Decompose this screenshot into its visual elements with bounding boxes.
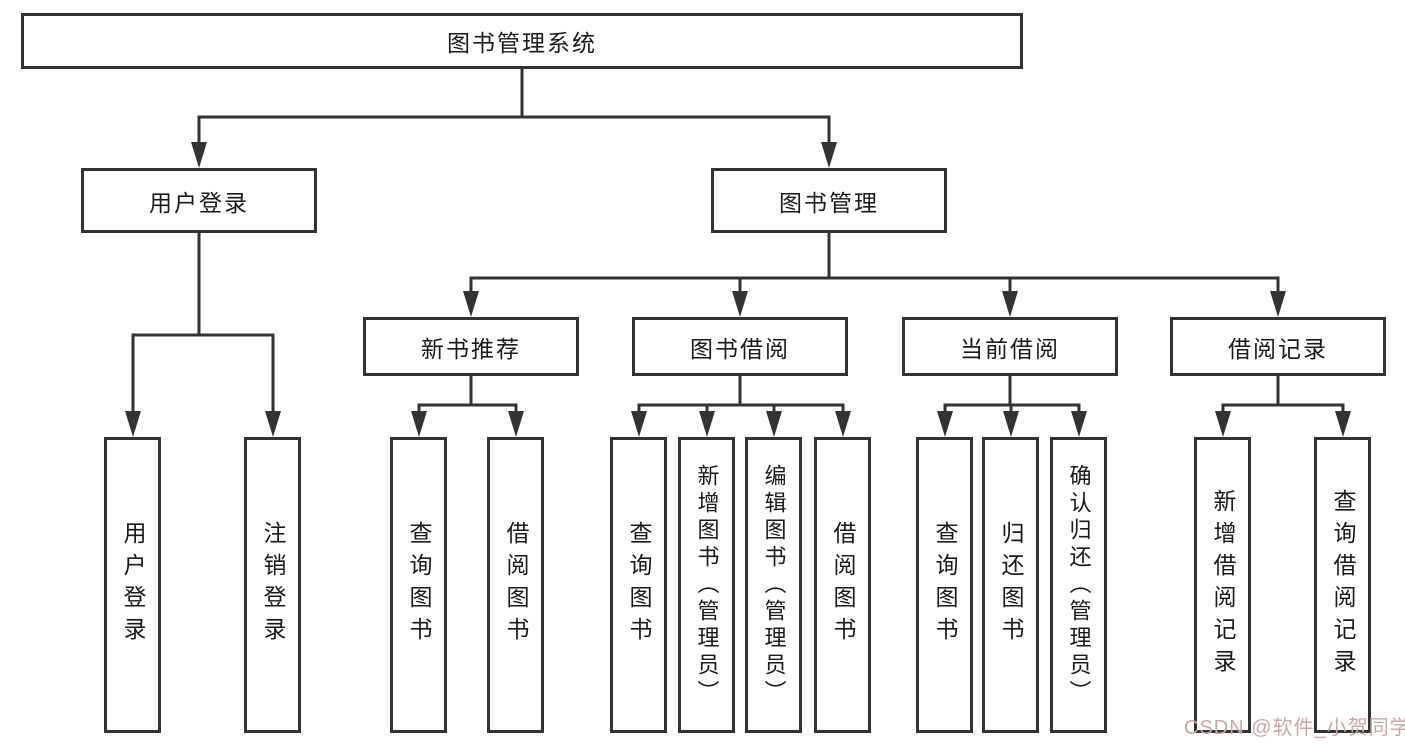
node-borrow-records-label: 借阅记录 bbox=[1228, 335, 1328, 362]
node-user-login-label: 用户登录 bbox=[149, 189, 249, 216]
node-new-book-recommend: 新书推荐 bbox=[363, 317, 579, 376]
node-current-borrow-label: 当前借阅 bbox=[960, 335, 1060, 362]
leaf-user-login: 用户登录 bbox=[104, 437, 161, 733]
leaf-query-book-current: 查询图书 bbox=[916, 437, 973, 733]
connector-book-management-branch bbox=[469, 233, 1280, 293]
connector-book-borrow-branch bbox=[637, 376, 845, 413]
leaf-add-borrow-record: 新增借阅记录 bbox=[1194, 437, 1251, 733]
connector-borrow-records-branch bbox=[1221, 376, 1345, 413]
leaf-add-book-admin: 新增图书（管理员） bbox=[678, 437, 735, 733]
node-root: 图书管理系统 bbox=[21, 13, 1023, 69]
node-current-borrow: 当前借阅 bbox=[902, 317, 1118, 376]
node-new-book-recommend-label: 新书推荐 bbox=[421, 335, 521, 362]
node-book-borrow: 图书借阅 bbox=[632, 317, 848, 376]
leaf-logout-login: 注销登录 bbox=[244, 437, 301, 733]
leaf-return-book: 归还图书 bbox=[982, 437, 1039, 733]
leaf-query-book-borrow: 查询图书 bbox=[610, 437, 667, 733]
connector-new-book-branch bbox=[417, 376, 518, 413]
connector-current-borrow-branch bbox=[943, 376, 1081, 413]
leaf-query-book-newrec: 查询图书 bbox=[390, 437, 447, 733]
node-borrow-records: 借阅记录 bbox=[1170, 317, 1386, 376]
node-book-management-label: 图书管理 bbox=[779, 189, 879, 216]
node-user-login: 用户登录 bbox=[81, 168, 317, 233]
node-root-label: 图书管理系统 bbox=[447, 30, 597, 56]
connector-root-to-level2 bbox=[197, 69, 831, 144]
leaf-edit-book-admin: 编辑图书（管理员） bbox=[745, 437, 802, 733]
leaf-query-borrow-record: 查询借阅记录 bbox=[1314, 437, 1371, 733]
leaf-borrow-book-newrec: 借阅图书 bbox=[487, 437, 544, 733]
node-book-borrow-label: 图书借阅 bbox=[690, 335, 790, 362]
leaf-borrow-book-borrow: 借阅图书 bbox=[814, 437, 871, 733]
watermark: CSDN @软件_小贺同学 bbox=[1184, 717, 1405, 739]
leaf-confirm-return-admin: 确认归还（管理员） bbox=[1050, 437, 1107, 733]
node-book-management: 图书管理 bbox=[711, 168, 947, 233]
connector-user-login-branch bbox=[131, 233, 275, 413]
arrowheads bbox=[125, 142, 1351, 437]
